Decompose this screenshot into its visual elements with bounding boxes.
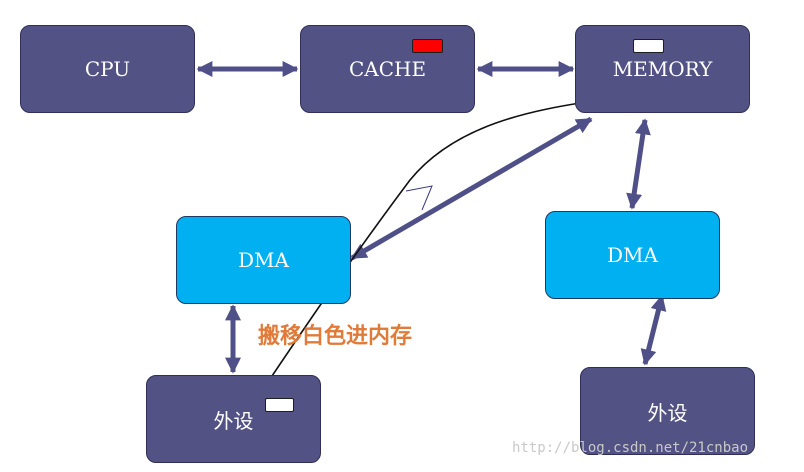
memory-white-block [633,39,664,53]
cpu-node: CPU [20,25,195,113]
memory-dma-right-arrow [626,118,651,210]
memory-dma-left-arrow [350,116,593,261]
dma-left-label: DMA [238,248,289,272]
cache-red-block [412,39,443,53]
dma-right-peripheral-right-arrow [640,294,667,366]
cache-node: CACHE [300,25,475,113]
dma-left-node: DMA [176,216,351,304]
peripheral-white-block [265,398,294,412]
cache-label: CACHE [348,57,427,81]
peripheral-right-label: 外设 [647,400,688,425]
data-move-direction-mark [405,185,433,211]
cpu-label: CPU [84,57,131,81]
peripheral-right-node: 外设 [580,367,755,455]
memory-node: MEMORY [575,25,750,113]
watermark: http://blog.csdn.net/21cnbao [512,440,749,456]
peripheral-left-label: 外设 [213,408,254,433]
dma-right-label: DMA [607,243,658,267]
memory-label: MEMORY [612,57,713,81]
dma-right-node: DMA [545,211,720,299]
annotation-text: 搬移白色进内存 [258,324,413,349]
peripheral-left-node: 外设 [146,375,321,463]
